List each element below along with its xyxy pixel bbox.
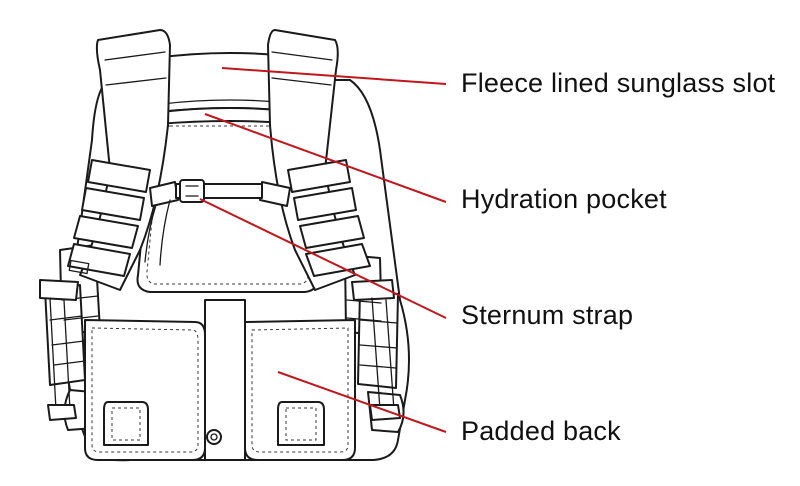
leader-sternum-strap <box>199 198 447 319</box>
leader-hydration-pocket <box>204 113 447 203</box>
callout-hydration-pocket: Hydration pocket <box>461 184 667 214</box>
padded-back-center <box>204 299 246 461</box>
hip-pad-right <box>277 401 325 446</box>
hip-pad-left <box>103 401 149 446</box>
sternum-strap <box>144 179 291 266</box>
callout-sunglass-slot: Fleece lined sunglass slot <box>461 68 776 98</box>
leader-padded-back <box>277 371 447 433</box>
callout-sternum-strap: Sternum strap <box>461 300 634 330</box>
callout-padded-back: Padded back <box>461 416 621 446</box>
shoulder-strap-right <box>267 29 401 421</box>
drain-grommet <box>206 429 222 445</box>
shoulder-strap-left <box>39 29 171 421</box>
leader-sunglass-slot <box>221 67 447 85</box>
